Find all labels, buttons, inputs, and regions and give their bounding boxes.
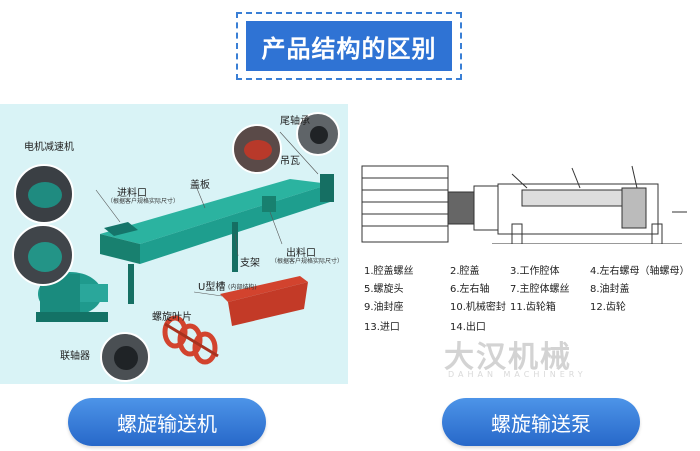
label-tail-bearing: 尾轴承 <box>280 116 310 127</box>
page-title: 产品结构的区别 <box>261 34 437 63</box>
motor-base <box>36 312 108 322</box>
part-label-6: 6.左右轴 <box>450 284 490 295</box>
part-label-2: 2.腔盖 <box>450 266 480 277</box>
label-u-trough-note: (内部结构) <box>228 284 257 291</box>
part-label-7: 7.主腔体螺丝 <box>510 284 570 295</box>
tail-bearing-closeup-circle <box>296 112 340 156</box>
screw-pump-button[interactable]: 螺旋输送泵 <box>442 398 640 446</box>
screw-pump-button-label: 螺旋输送泵 <box>491 411 591 436</box>
screw-conveyor-button-label: 螺旋输送机 <box>117 411 217 436</box>
pump-drawing <box>361 165 687 244</box>
label-outlet-note: （根据客户规格实际尺寸） <box>271 258 344 265</box>
outlet-chute <box>262 196 276 212</box>
screw-pump-diagram: 1.腔盖螺丝 2.腔盖 3.工作腔体 4.左右螺母（轴螺母） 5.螺旋头 6.左… <box>352 104 700 384</box>
pump-motor <box>361 165 449 243</box>
label-blade: 螺旋叶片 <box>152 312 192 323</box>
conveyor-drawing <box>36 131 334 365</box>
label-u-trough: U型槽 <box>198 282 226 293</box>
label-motor: 电机减速机 <box>24 142 74 153</box>
part-label-8: 8.油封盖 <box>590 284 630 295</box>
part-label-9: 9.油封座 <box>364 302 404 313</box>
support-leg-1 <box>128 264 134 304</box>
trough-top <box>100 179 330 244</box>
pump-rotor <box>521 189 623 207</box>
label-inlet-note: （根据客户规格实际尺寸） <box>107 198 180 205</box>
label-hanger: 吊瓦 <box>280 156 300 167</box>
leader-lines <box>95 131 319 297</box>
part-label-12: 12.齿轮 <box>590 302 626 313</box>
coupling-closeup-circle <box>100 332 150 382</box>
tail-bearing-box <box>320 174 334 202</box>
part-label-1: 1.腔盖螺丝 <box>364 266 414 277</box>
pump-head <box>621 187 647 229</box>
support-leg-2 <box>232 222 238 272</box>
u-trough-top <box>220 276 308 302</box>
part-label-14: 14.出口 <box>450 322 486 333</box>
label-coupling: 联轴器 <box>60 351 90 362</box>
label-cover: 盖板 <box>190 180 210 191</box>
brand-watermark-sub: DAHAN MACHINERY <box>448 370 587 379</box>
u-trough-body <box>228 282 308 326</box>
pump-gear-box <box>473 185 499 231</box>
part-label-13: 13.进口 <box>364 322 400 333</box>
part-label-5: 5.螺旋头 <box>364 284 404 295</box>
part-label-10: 10.机械密封 <box>450 302 506 313</box>
part-label-3: 3.工作腔体 <box>510 266 560 277</box>
motor-closeup-circle-2 <box>12 224 74 286</box>
label-support: 支架 <box>240 258 260 269</box>
screw-conveyor-button[interactable]: 螺旋输送机 <box>68 398 266 446</box>
title-banner: 产品结构的区别 <box>246 21 452 71</box>
part-label-11: 11.齿轮箱 <box>510 302 556 313</box>
hanger-closeup-circle <box>232 124 282 174</box>
trough-side-left <box>100 234 140 264</box>
part-label-4: 4.左右螺母（轴螺母） <box>590 266 690 277</box>
reducer <box>80 284 108 302</box>
brand-watermark: 大汉机械 <box>444 340 572 375</box>
pump-coupling <box>447 191 475 225</box>
inlet-box <box>104 222 138 236</box>
label-outlet: 出料口 <box>286 248 316 259</box>
motor-closeup-circle <box>14 164 74 224</box>
screw-conveyor-illustration: 电机减速机 进料口 （根据客户规格实际尺寸） 盖板 尾轴承 吊瓦 出料口 （根据… <box>0 104 348 384</box>
spiral-blade <box>162 315 219 365</box>
title-frame: 产品结构的区别 <box>236 12 462 80</box>
label-inlet: 进料口 <box>117 188 147 199</box>
